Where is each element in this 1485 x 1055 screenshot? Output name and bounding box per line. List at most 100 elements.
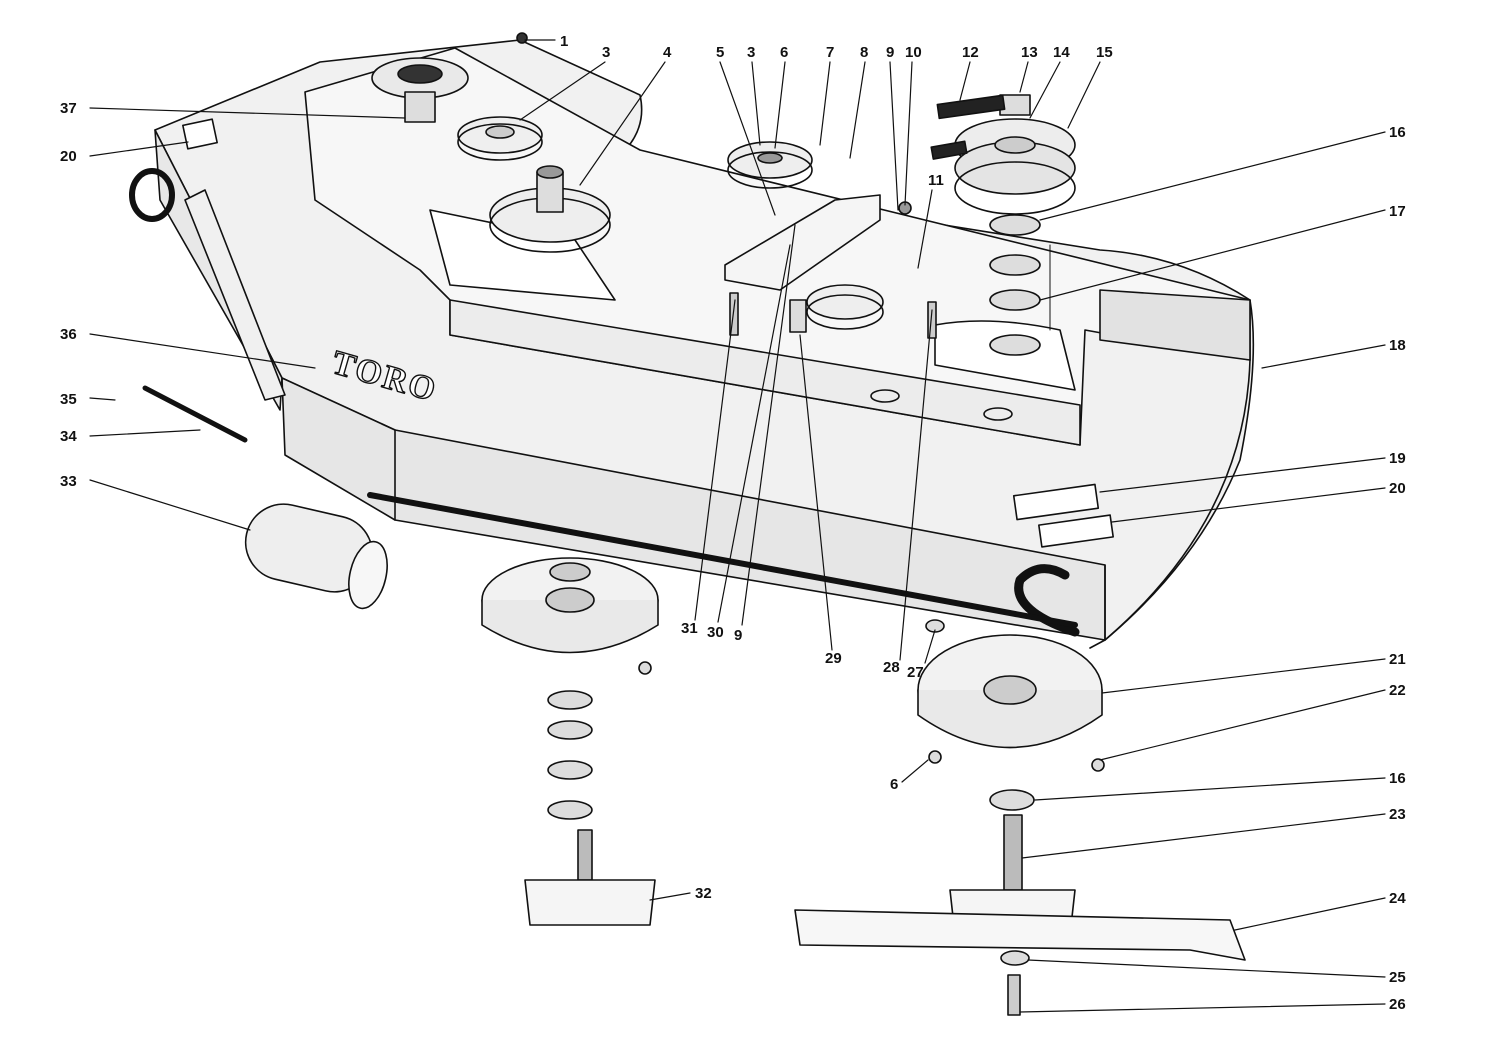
leader-7 (819, 61, 831, 146)
leader-5 (719, 61, 776, 216)
leader-9b (741, 224, 796, 626)
blade-bolt (1007, 974, 1021, 1016)
callout-24: 24 (1389, 890, 1406, 907)
leader-15 (1067, 61, 1101, 129)
pulley-main-left (489, 165, 611, 253)
leader-4 (579, 61, 666, 186)
callout-20b: 20 (1389, 480, 1406, 497)
leader-25 (1027, 959, 1386, 978)
leader-34 (89, 429, 201, 437)
callout-35: 35 (60, 391, 77, 408)
callout-36: 36 (60, 326, 77, 343)
pulley-stack-right (954, 94, 1076, 215)
leader-3a (519, 61, 606, 121)
leader-23 (1021, 813, 1386, 859)
deck-rear-lip (1089, 564, 1106, 649)
pulley-idler-center (727, 141, 813, 189)
leader-36 (89, 333, 316, 369)
callout-3a: 3 (602, 44, 610, 61)
callout-16a: 16 (1389, 124, 1406, 141)
leader-9a (889, 61, 899, 211)
leader-16a (1039, 131, 1386, 221)
callout-30: 30 (707, 624, 724, 641)
callout-12: 12 (962, 44, 979, 61)
leader-6a (774, 61, 786, 149)
spindle-assembly-left (481, 557, 659, 926)
leader-27 (924, 629, 936, 664)
leader-22 (1099, 689, 1386, 761)
leader-19 (1099, 457, 1386, 493)
callout-17: 17 (1389, 203, 1406, 220)
front-handle (129, 168, 175, 222)
callout-9a: 9 (886, 44, 894, 61)
callout-34: 34 (60, 428, 77, 445)
blade-washer (1000, 950, 1030, 966)
callout-8: 8 (860, 44, 868, 61)
callout-7: 7 (826, 44, 834, 61)
callout-25: 25 (1389, 969, 1406, 986)
callout-19: 19 (1389, 450, 1406, 467)
leader-3b (751, 61, 761, 146)
callout-31: 31 (681, 620, 698, 637)
decal-front (182, 118, 218, 150)
callout-9b: 9 (734, 627, 742, 644)
leader-29 (799, 334, 833, 651)
callout-15: 15 (1096, 44, 1113, 61)
callout-5: 5 (716, 44, 724, 61)
pulley-center-left (457, 116, 543, 161)
callout-18: 18 (1389, 337, 1406, 354)
callout-13: 13 (1021, 44, 1038, 61)
cutter-blade (794, 909, 1246, 961)
belt-guide-strips (930, 94, 1006, 160)
platform-slot-right (983, 407, 1013, 421)
leader-32 (649, 892, 691, 901)
callout-20a: 20 (60, 148, 77, 165)
callout-21: 21 (1389, 651, 1406, 668)
bearing-stack-right (989, 214, 1051, 356)
callout-22: 22 (1389, 682, 1406, 699)
leader-24 (1234, 897, 1386, 931)
leader-35 (89, 397, 116, 401)
leader-37 (89, 107, 406, 119)
callout-37: 37 (60, 100, 77, 117)
leader-8 (849, 61, 866, 159)
callout-23: 23 (1389, 806, 1406, 823)
callout-33: 33 (60, 473, 77, 490)
leader-31 (694, 299, 736, 621)
callout-29: 29 (825, 650, 842, 667)
leader-14 (1029, 61, 1061, 119)
decal-rear-upper (1012, 483, 1100, 521)
pulley-lower-idler (806, 284, 884, 330)
callout-4: 4 (663, 44, 672, 61)
leader-20b (1111, 487, 1386, 523)
leader-6b (901, 759, 929, 783)
callout-6b: 6 (890, 776, 898, 793)
small-hardware (516, 32, 1105, 772)
callout-27: 27 (907, 664, 924, 681)
leader-18 (1261, 344, 1386, 369)
platform-rail (1099, 289, 1251, 361)
callout-10: 10 (905, 44, 922, 61)
callout-28: 28 (883, 659, 900, 676)
callout-6a: 6 (780, 44, 788, 61)
leader-30 (717, 244, 791, 623)
front-axle-rod (142, 385, 248, 443)
leader-28 (899, 309, 933, 661)
leader-11 (917, 189, 933, 269)
leader-33 (89, 479, 251, 531)
gauge-roller (244, 503, 388, 610)
callout-16b: 16 (1389, 770, 1406, 787)
platform-slot-left (870, 389, 900, 403)
decal-rear-lower (1038, 514, 1114, 548)
spindle-assembly-right (794, 634, 1246, 1016)
callout-labels: 1 3 4 5 3 6 7 8 9 10 11 12 13 14 15 16 1… (60, 33, 1406, 1013)
leader-10 (904, 61, 913, 206)
callout-26: 26 (1389, 996, 1406, 1013)
idler-bracket (724, 194, 881, 333)
platform-window (934, 320, 1076, 391)
leader-16b (1034, 777, 1386, 801)
callout-3b: 3 (747, 44, 755, 61)
leader-12 (959, 61, 971, 101)
